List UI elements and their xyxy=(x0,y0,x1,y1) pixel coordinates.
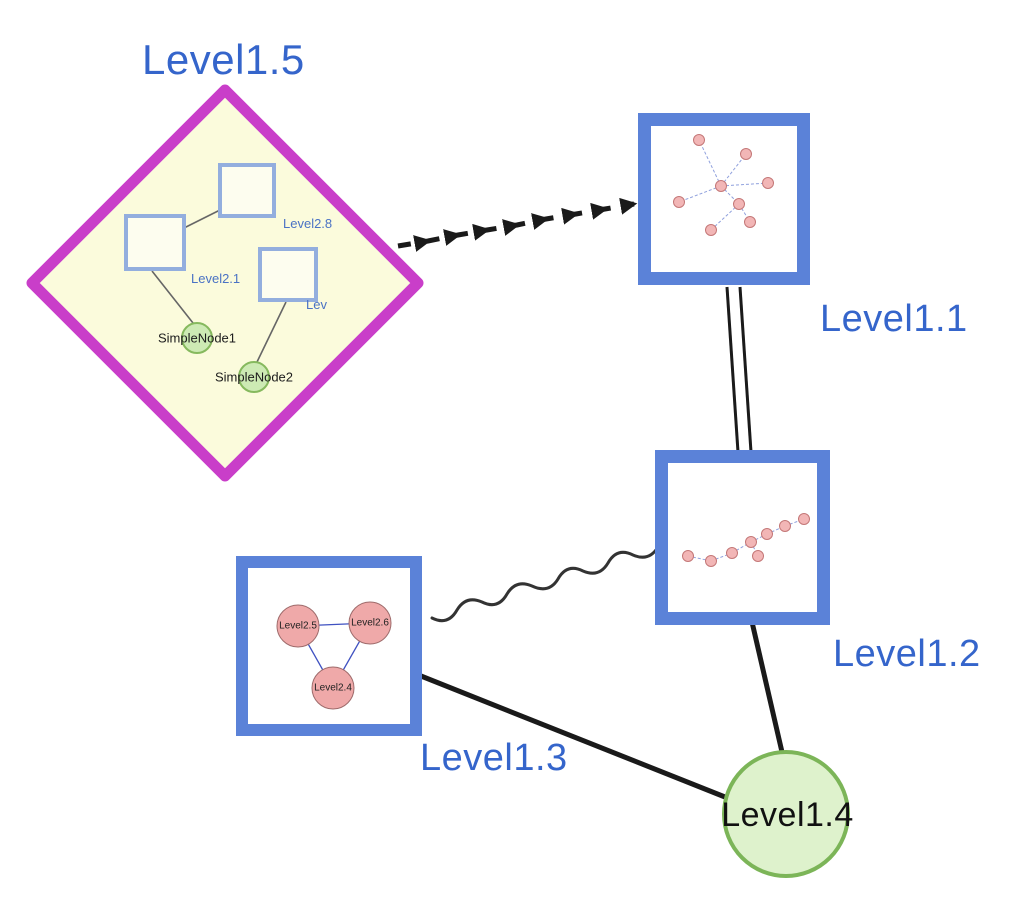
edge-level1_1-level1_2[interactable] xyxy=(725,286,753,453)
edge-level1_3-level1_2[interactable] xyxy=(430,545,660,623)
mini-graph-level1-3 xyxy=(276,601,392,710)
edge-level1_3-level1_4[interactable] xyxy=(420,673,726,800)
label-simplenode2: SimpleNode2 xyxy=(214,369,294,385)
node-level2-1[interactable] xyxy=(124,214,186,271)
node-level2-5[interactable] xyxy=(276,604,320,648)
node-level1-1[interactable] xyxy=(638,113,810,285)
mini-graph-level1-2 xyxy=(682,513,810,567)
node-simplenode2[interactable] xyxy=(238,361,270,393)
edge-level1_2-level1_4[interactable] xyxy=(749,621,785,753)
label-level2-truncated: Lev xyxy=(306,297,327,312)
node-level2-4[interactable] xyxy=(311,666,355,710)
node-level1-2[interactable] xyxy=(655,450,830,625)
label-level2-6: Level2.6 xyxy=(351,617,389,629)
node-simplenode1[interactable] xyxy=(181,322,213,354)
label-level2-4: Level2.4 xyxy=(314,682,352,694)
label-level2-5: Level2.5 xyxy=(279,620,317,632)
node-level1-3[interactable]: Level2.5 Level2.6 Level2.4 xyxy=(236,556,422,736)
edge-level1_5-level1_1[interactable] xyxy=(397,197,638,252)
label-simplenode1: SimpleNode1 xyxy=(157,330,237,346)
node-level1-4[interactable] xyxy=(722,750,850,878)
label-level1-4: Level1.4 xyxy=(721,796,854,834)
label-level1-3: Level1.3 xyxy=(420,737,568,779)
node-level1-5[interactable]: Level2.8 Level2.1 Lev SimpleNode1 Simple… xyxy=(20,78,430,488)
node-level2-8[interactable] xyxy=(218,163,276,218)
node-level2-6[interactable] xyxy=(348,601,392,645)
node-level2-truncated[interactable] xyxy=(258,247,318,302)
label-level1-5: Level1.5 xyxy=(142,36,305,83)
label-level1-1: Level1.1 xyxy=(820,298,968,340)
label-level1-2: Level1.2 xyxy=(833,633,981,675)
label-level2-8: Level2.8 xyxy=(283,216,333,231)
diamond-inner-edges xyxy=(151,209,287,363)
mini-graph-level1-1 xyxy=(673,134,774,236)
label-level2-1: Level2.1 xyxy=(191,271,241,286)
diamond-shape xyxy=(26,84,424,482)
